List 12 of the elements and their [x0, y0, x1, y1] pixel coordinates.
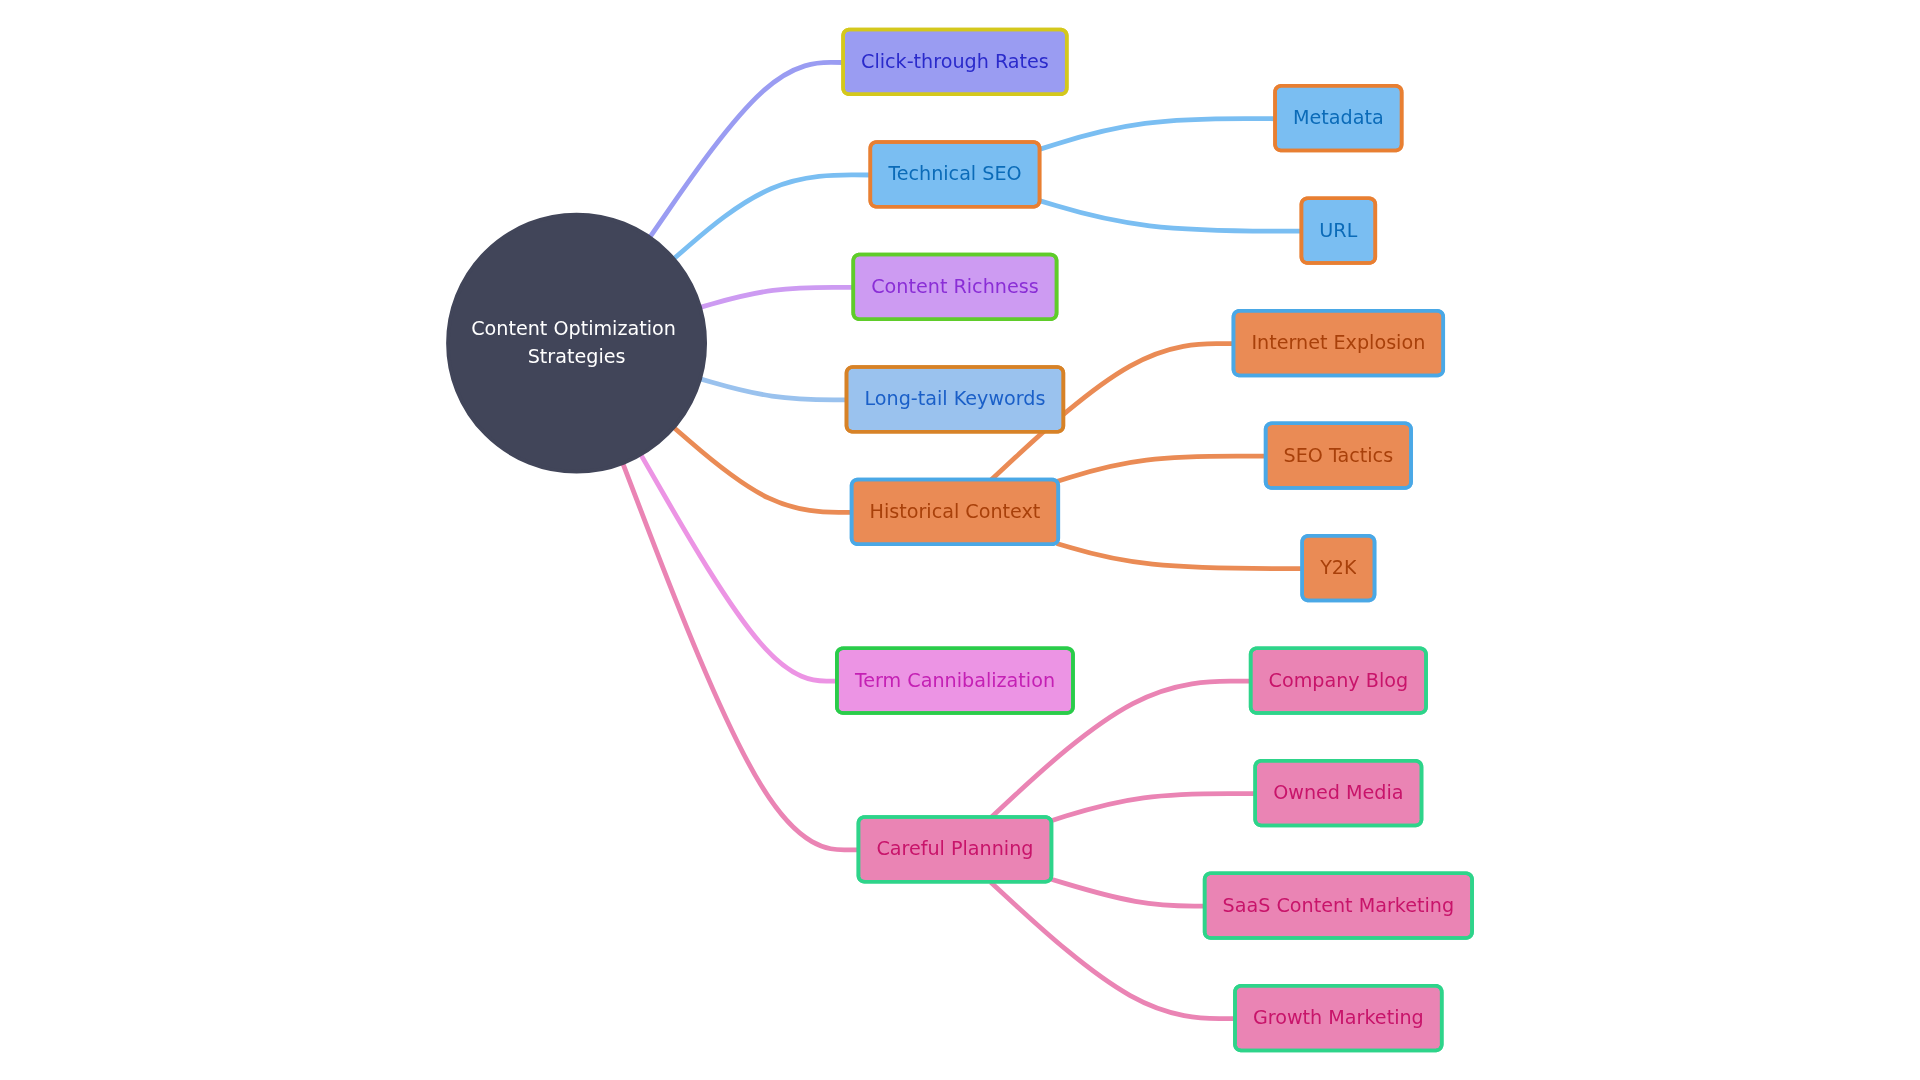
connector [1050, 791, 1256, 823]
connector [672, 172, 871, 261]
connector [1039, 116, 1276, 152]
connector [1055, 453, 1267, 484]
connector [1050, 876, 1206, 909]
connector [1056, 541, 1303, 572]
connector [672, 425, 853, 515]
connector [1039, 198, 1302, 234]
connector [647, 60, 844, 239]
node-circle: Content Optimization Strategies [446, 212, 708, 474]
connector [638, 453, 838, 684]
connector [699, 376, 848, 403]
